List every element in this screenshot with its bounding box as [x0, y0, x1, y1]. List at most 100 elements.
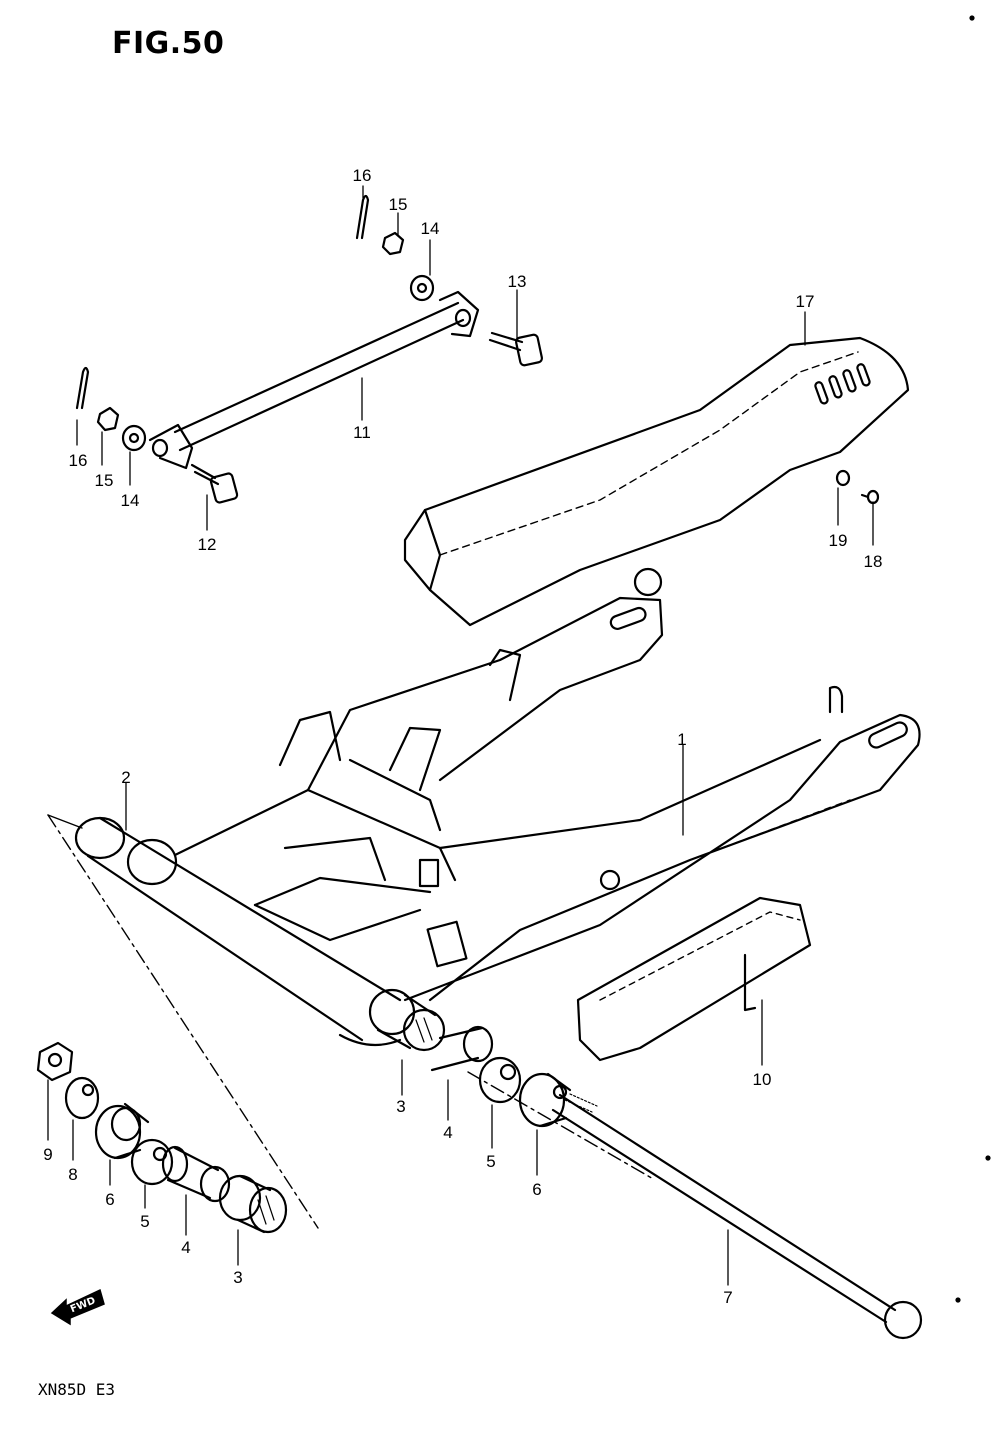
castle-nut-15-rear	[383, 233, 403, 254]
chain-case-outline	[405, 338, 908, 625]
torque-rod-front-hole	[153, 440, 167, 456]
callout-12: 12	[198, 535, 217, 554]
inner-bracket	[420, 860, 438, 886]
callout-14: 14	[121, 491, 140, 510]
callout-19: 19	[829, 531, 848, 550]
chain-case-vents	[814, 363, 870, 404]
chain-guide	[578, 898, 810, 1060]
callout-4: 4	[181, 1238, 190, 1257]
callout-17: 17	[796, 292, 815, 311]
right-arm-outline	[405, 715, 920, 1000]
chain-case-front	[425, 510, 440, 590]
callout-5: 5	[486, 1152, 495, 1171]
stray-dot	[971, 17, 974, 20]
chain-guide-inner	[600, 912, 800, 1000]
callout-8: 8	[68, 1165, 77, 1184]
left-arm-shock-mount	[280, 712, 340, 765]
callout-18: 18	[864, 552, 883, 571]
alignment-line-top	[48, 815, 82, 828]
callout-14: 14	[421, 219, 440, 238]
figure-title: FIG.50	[112, 26, 225, 61]
callout-2: 2	[121, 768, 130, 787]
callout-3: 3	[233, 1268, 242, 1287]
pivot-tube-end	[76, 818, 124, 858]
right-arm-tab	[830, 687, 842, 712]
bolt-12	[192, 465, 238, 503]
chain-case	[405, 338, 908, 625]
pivot-boss-right	[340, 1035, 400, 1045]
cross-member-inner	[255, 878, 430, 905]
cap-6-left	[96, 1104, 148, 1158]
torque-rod-rear-end	[440, 292, 478, 336]
callout-10: 10	[753, 1070, 772, 1089]
forward-arrow-icon: FWD	[52, 1290, 104, 1324]
washer-14-rear	[411, 276, 433, 300]
bearing-3-right	[370, 990, 444, 1050]
chain-guide-mount	[601, 871, 619, 889]
cross-member-lower	[255, 905, 420, 940]
washer-14-front-hole	[130, 434, 138, 442]
callout-15: 15	[95, 471, 114, 490]
leader-lines	[48, 186, 873, 1285]
callout-9: 9	[43, 1145, 52, 1164]
right-arm-hidden-line	[690, 800, 850, 860]
callout-7: 7	[723, 1288, 732, 1307]
model-code: XN85D E3	[38, 1380, 116, 1399]
nut-9-hole	[49, 1054, 61, 1066]
chain-case-edge	[440, 352, 858, 555]
left-axle-slot	[609, 606, 647, 631]
cross-brace	[350, 760, 440, 830]
washer-19	[837, 471, 849, 485]
callout-15: 15	[389, 195, 408, 214]
stray-dot	[987, 1157, 990, 1160]
callout-16: 16	[69, 451, 88, 470]
right-arm-upper-edge	[440, 740, 820, 848]
torque-rod-bottom	[180, 320, 463, 450]
alignment-line-left	[48, 815, 318, 1228]
callout-5: 5	[140, 1212, 149, 1231]
left-arm-clamp	[390, 728, 440, 790]
spacer-4-right	[432, 1027, 492, 1070]
left-arm-clamp-2	[490, 650, 520, 700]
lower-bracket	[428, 922, 467, 966]
callout-4: 4	[443, 1123, 452, 1142]
pivot-boss-left	[128, 840, 176, 884]
left-arm-outline	[308, 598, 662, 790]
callout-11: 11	[353, 423, 371, 442]
callout-13: 13	[508, 272, 527, 291]
cap-6-right	[520, 1074, 570, 1126]
chain-guide-outline	[578, 898, 810, 1060]
left-arm-ring	[635, 569, 661, 595]
washer-14-front	[123, 426, 145, 450]
right-axle-slot	[867, 720, 909, 750]
callout-1: 1	[677, 730, 686, 749]
washer-5-right	[480, 1058, 520, 1102]
stray-dot	[957, 1299, 960, 1302]
spacer-4-left	[163, 1147, 229, 1201]
callout-6: 6	[532, 1180, 541, 1199]
bolt-13	[490, 333, 543, 366]
torque-rod-front-end	[150, 425, 192, 468]
callout-16: 16	[353, 166, 372, 185]
callout-3: 3	[396, 1097, 405, 1116]
washer-8	[66, 1078, 98, 1118]
torque-rod-top	[175, 303, 458, 432]
torque-rod	[150, 292, 478, 468]
pivot-tube-bottom	[88, 856, 362, 1040]
pivot-shaft-7	[553, 1094, 921, 1338]
pivot-tube-top	[100, 818, 400, 1000]
torque-rod-rear-hole	[456, 310, 470, 326]
washer-5-left	[132, 1140, 172, 1184]
alignment-line-axle	[468, 1072, 655, 1180]
castle-nut-15-front	[98, 408, 118, 430]
screw-18	[862, 491, 878, 503]
chain-guide-tab	[745, 955, 755, 1010]
callout-6: 6	[105, 1190, 114, 1209]
cross-member-bracket	[285, 838, 385, 880]
nut-9	[38, 1043, 72, 1080]
cotter-pin-16-front	[77, 368, 88, 408]
cotter-pin-16-rear	[357, 196, 368, 238]
